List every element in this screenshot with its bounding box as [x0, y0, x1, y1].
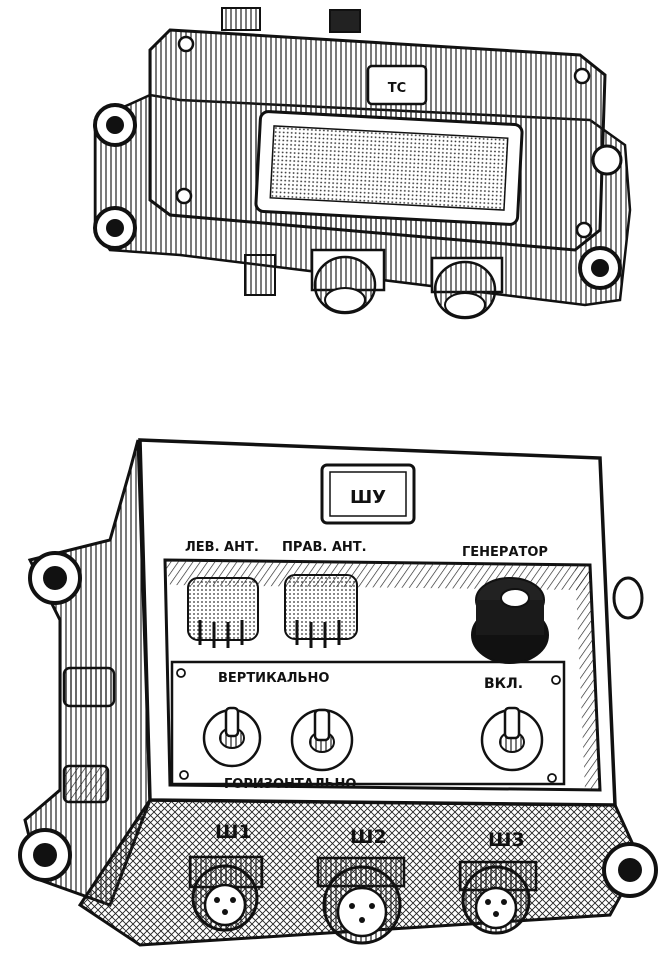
top-unit-screws [175, 35, 593, 239]
top-unit: ТС [93, 7, 632, 320]
connector-1[interactable] [188, 855, 264, 932]
connector-label-3: Ш3 [488, 829, 525, 851]
toggle-switch-middle[interactable] [290, 708, 354, 772]
toggle-switch-on[interactable] [480, 706, 544, 772]
connector-2[interactable] [316, 856, 406, 945]
bottom-unit-mount-holes [18, 551, 658, 898]
left-antenna-switch[interactable] [187, 577, 259, 648]
side-fittings [62, 666, 116, 804]
connector-label-2: Ш2 [350, 826, 387, 848]
label-right-antenna: ПРАВ. АНТ. [282, 540, 367, 555]
bottom-unit-nameplate [320, 463, 416, 525]
label-generator: ГЕНЕРАТОР [462, 545, 548, 560]
top-unit-connectors [244, 248, 504, 320]
connector-3[interactable] [458, 860, 538, 935]
label-on: ВКЛ. [484, 676, 523, 692]
connector-label-1: Ш1 [215, 821, 252, 843]
label-left-antenna: ЛЕВ. АНТ. [185, 540, 259, 555]
top-unit-nameplate [366, 64, 428, 106]
right-antenna-switch[interactable] [284, 574, 358, 648]
top-unit-mount-holes [93, 103, 623, 290]
bottom-unit-plate-label: ШУ [350, 487, 386, 508]
generator-knob[interactable] [471, 577, 549, 664]
label-horizontal: ГОРИЗОНТАЛЬНО [224, 777, 356, 792]
label-vertical: ВЕРТИКАЛЬНО [218, 671, 329, 686]
top-unit-plate-label: ТС [388, 81, 406, 96]
toggle-switch-left[interactable] [202, 706, 262, 768]
bottom-unit: ШУ ЛЕВ. АНТ. ПРАВ. АНТ. ГЕНЕРАТОР ВЕРТИК… [18, 438, 658, 947]
